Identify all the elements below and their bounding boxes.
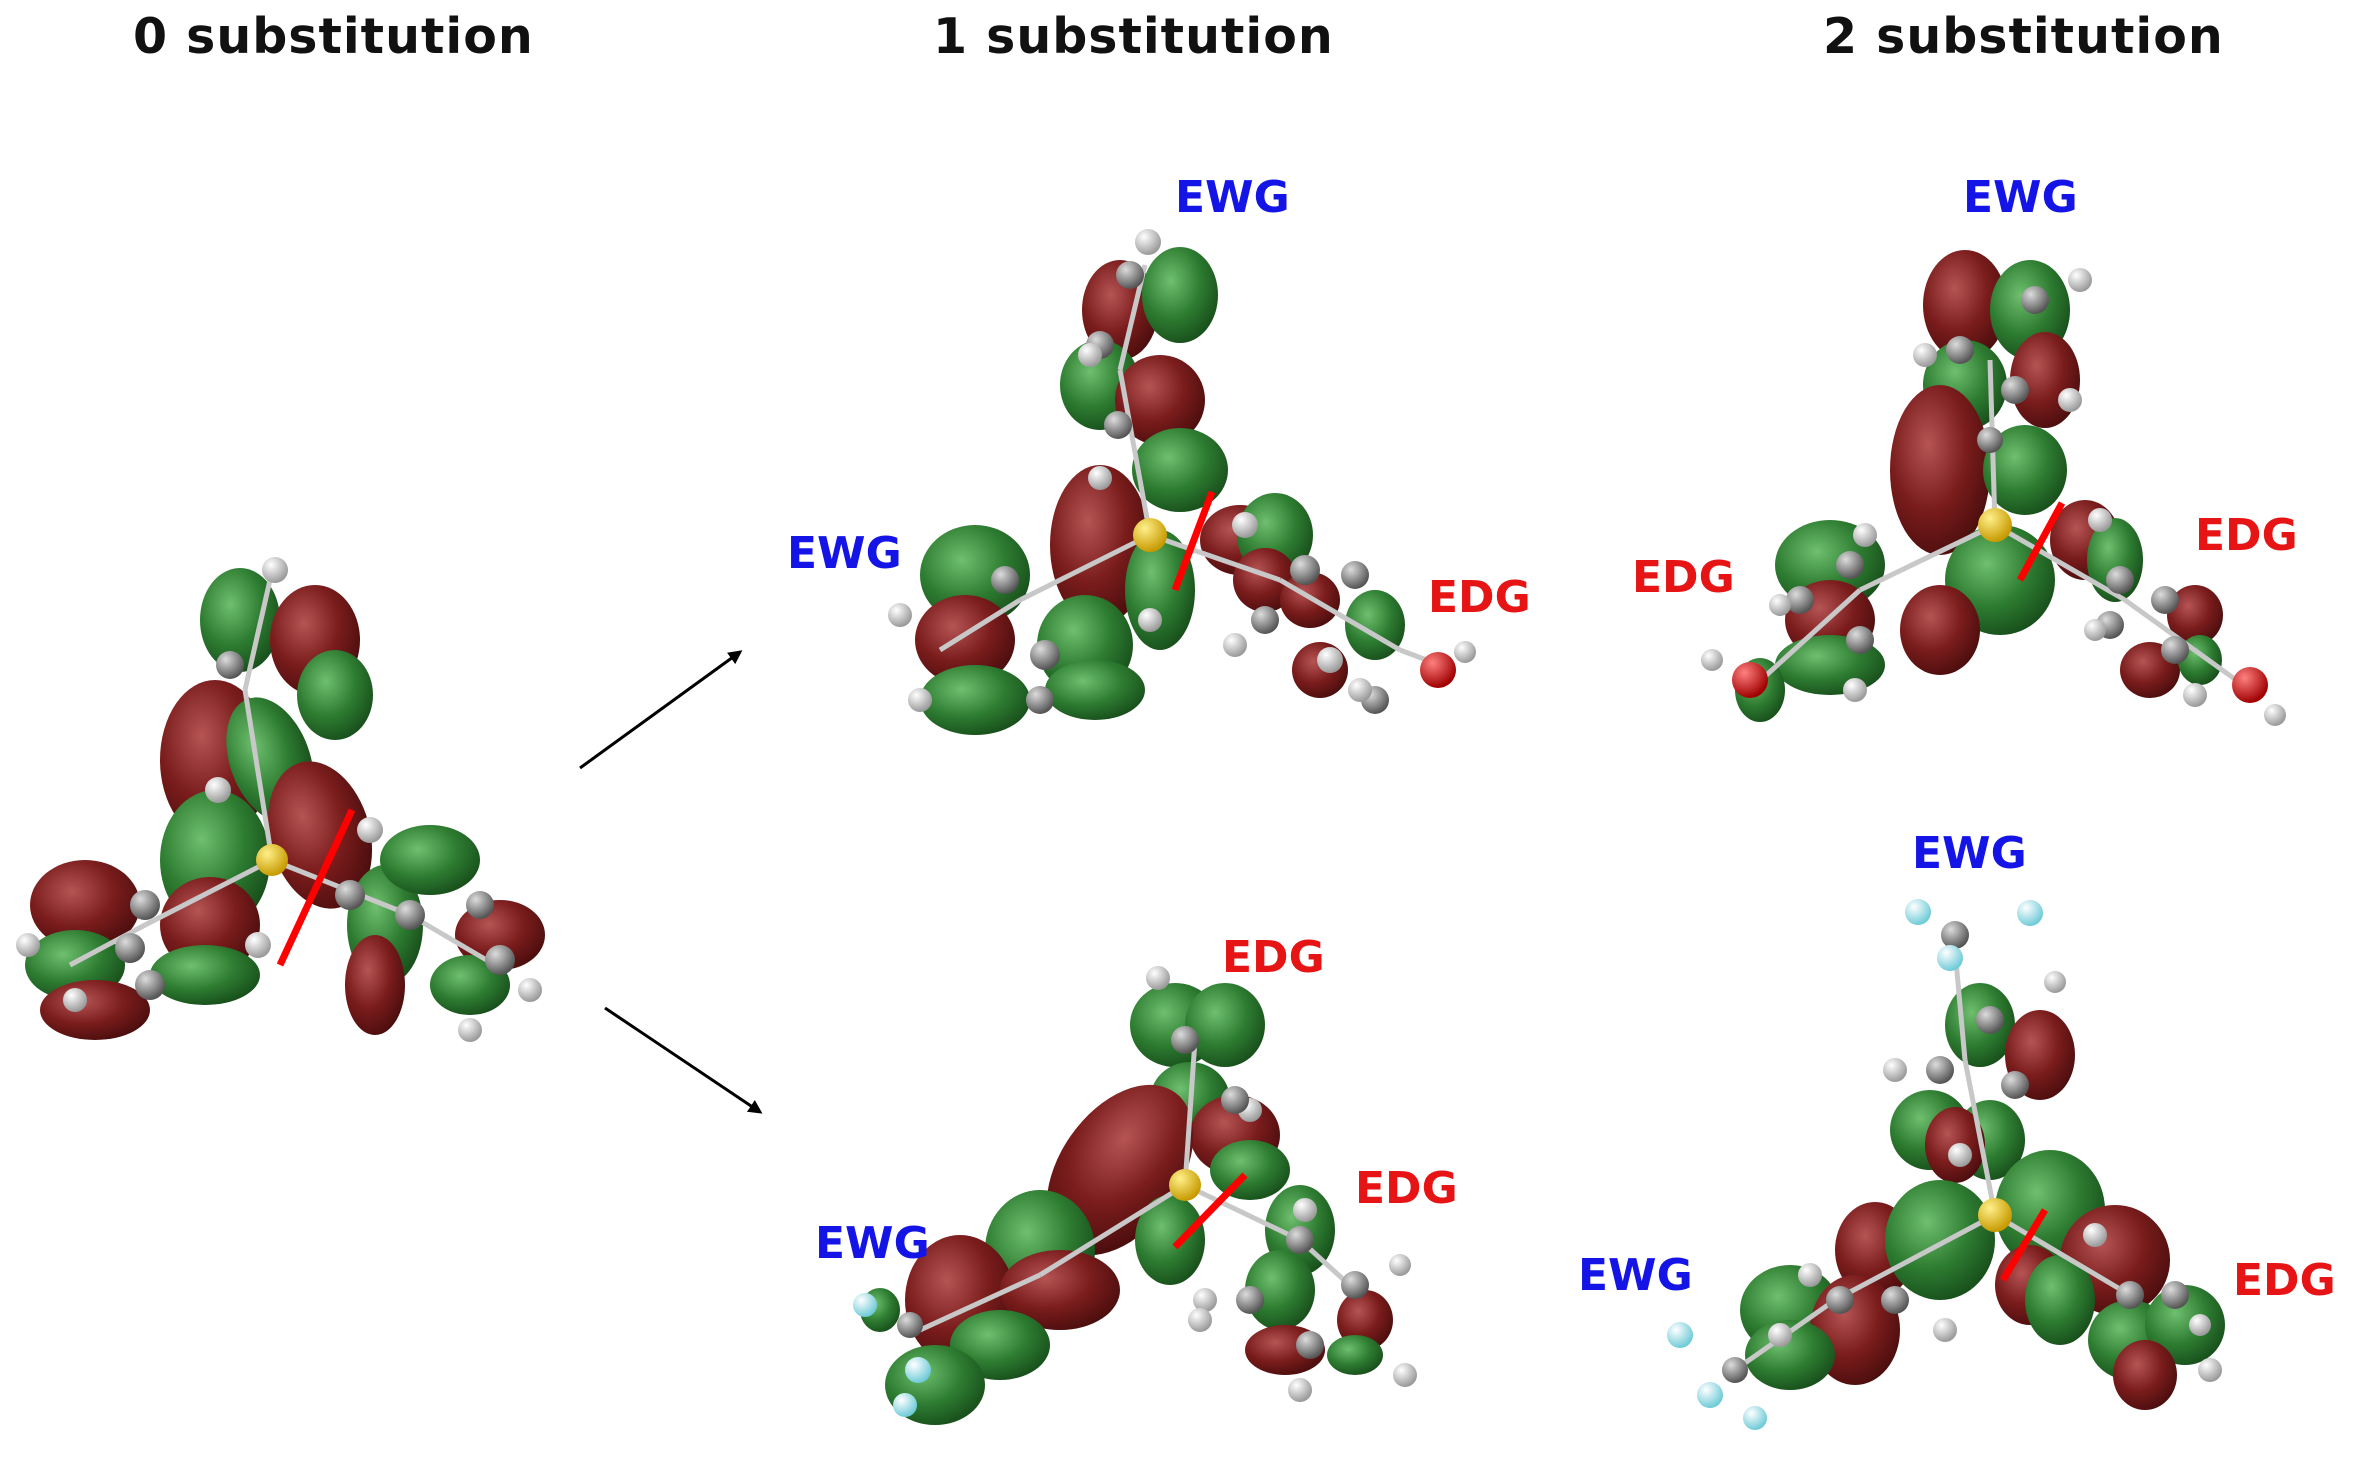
m2a-tag-right: EDG: [2195, 510, 2298, 561]
molecule-1b: [853, 966, 1417, 1425]
molecule-2a: [1701, 250, 2286, 726]
atoms: [1701, 268, 2286, 726]
atoms: [1667, 899, 2222, 1430]
bond-marker: [276, 808, 356, 967]
bond-marker: [1171, 490, 1216, 592]
m1a-tag-top: EWG: [1175, 172, 1290, 223]
m2b-tag-left: EWG: [1578, 1250, 1693, 1301]
orbital-lobes: [1740, 983, 2225, 1410]
m2b-tag-top: EWG: [1912, 828, 2027, 879]
column-title-0: 0 substitution: [133, 8, 534, 65]
orbital-lobes: [25, 568, 545, 1040]
bond-marker: [1999, 1208, 2049, 1282]
orbital-lobes: [1735, 250, 2223, 722]
m1b-tag-top: EDG: [1222, 932, 1325, 983]
molecule-0: [16, 557, 545, 1042]
bonds: [938, 264, 1441, 668]
m2a-tag-left: EDG: [1632, 552, 1735, 603]
bond-marker: [2016, 501, 2066, 582]
m1b-tag-right: EDG: [1355, 1163, 1458, 1214]
atoms: [16, 557, 542, 1042]
arrow-up: [579, 650, 743, 770]
molecule-2b: [1667, 899, 2225, 1430]
m1a-tag-left: EWG: [787, 528, 902, 579]
column-title-1: 1 substitution: [933, 8, 1334, 65]
bond-marker: [1172, 1172, 1248, 1250]
bonds: [1748, 359, 2252, 693]
m1b-tag-left: EWG: [815, 1218, 930, 1269]
m2b-tag-right: EDG: [2233, 1255, 2336, 1306]
m2a-tag-top: EWG: [1963, 172, 2078, 223]
column-title-2: 2 substitution: [1823, 8, 2224, 65]
atoms: [888, 229, 1476, 714]
m1a-tag-right: EDG: [1428, 572, 1531, 623]
arrow-down: [604, 1006, 763, 1114]
molecule-1a: [888, 229, 1476, 735]
atoms: [853, 966, 1417, 1417]
